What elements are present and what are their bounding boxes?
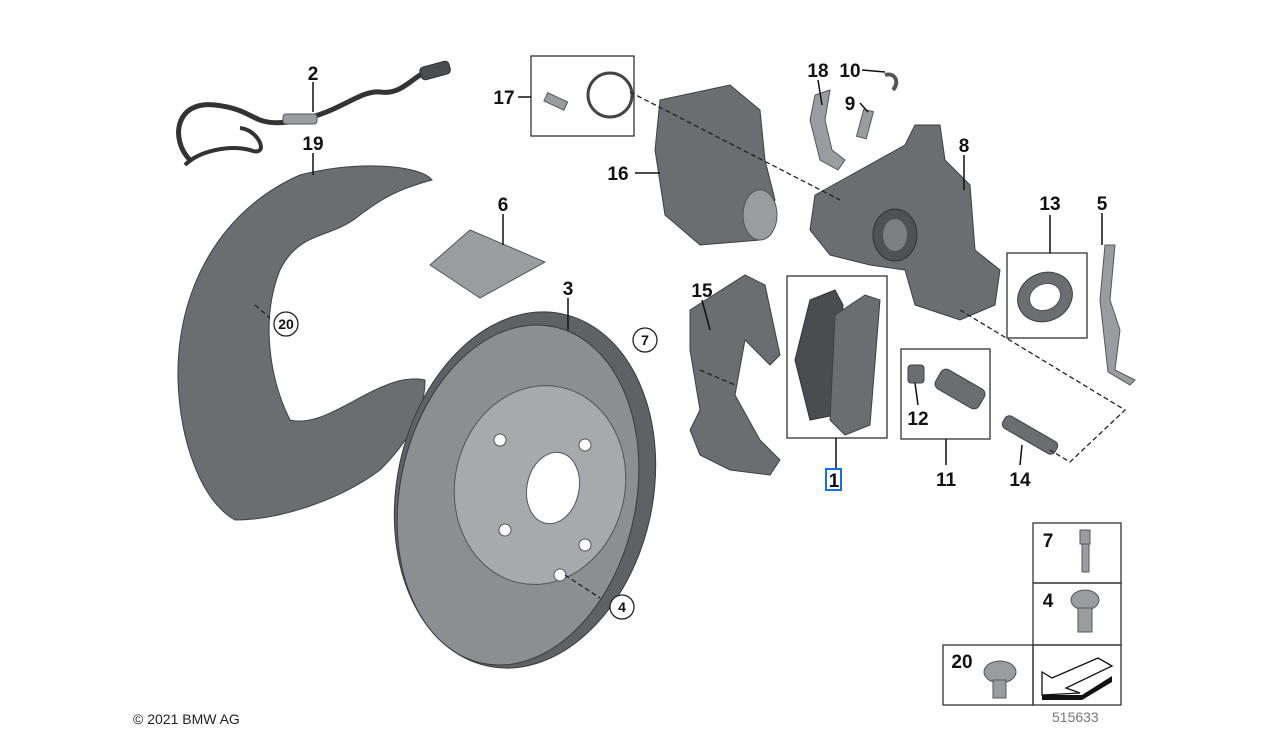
part-2-wheel-speed-sensor[interactable] [176, 60, 452, 167]
svg-text:4: 4 [618, 599, 626, 615]
group-box-1 [786, 275, 888, 439]
callout-13[interactable]: 13 [1039, 194, 1060, 215]
callout-8[interactable]: 8 [959, 136, 970, 157]
diagram-number: 515633 [1052, 709, 1099, 725]
callout-11[interactable]: 11 [936, 470, 957, 491]
legend-screw-4 [1070, 589, 1100, 633]
callout-12[interactable]: 12 [907, 409, 928, 430]
svg-text:20: 20 [278, 316, 294, 332]
part-10-cap[interactable] [884, 72, 899, 92]
part-19-brake-shield[interactable] [177, 165, 433, 521]
svg-text:7: 7 [641, 332, 649, 348]
callout-18[interactable]: 18 [807, 61, 828, 82]
part-12-guide-bolt-sleeve[interactable] [907, 364, 987, 411]
fastener-legend: 7 4 20 [942, 522, 1122, 706]
legend-bolt-20 [983, 660, 1017, 699]
part-13-seal[interactable] [1009, 263, 1080, 330]
part-14-guide-pin[interactable] [1001, 414, 1060, 456]
callout-15[interactable]: 15 [691, 281, 713, 302]
callout-1[interactable]: 1 [829, 471, 840, 492]
part-15-caliper-carrier[interactable] [689, 274, 781, 476]
legend-7[interactable]: 7 [1043, 531, 1054, 552]
callout-3[interactable]: 3 [563, 279, 574, 300]
callout-7-circled[interactable]: 7 [632, 327, 658, 353]
callout-14[interactable]: 14 [1009, 470, 1031, 491]
part-8-brake-caliper[interactable] [809, 124, 1001, 321]
direction-arrow-icon [1041, 657, 1114, 700]
callout-9[interactable]: 9 [845, 94, 856, 115]
part-5-spring-clip[interactable] [1099, 244, 1136, 386]
part-16-parking-brake-motor[interactable] [654, 84, 778, 246]
part-6-paste-packet[interactable] [429, 229, 547, 299]
legend-4[interactable]: 4 [1043, 591, 1054, 612]
legend-bolt-7 [1079, 529, 1091, 573]
group-box-13 [1006, 252, 1088, 339]
part-3-brake-disc[interactable] [362, 287, 687, 692]
callout-4-circled[interactable]: 4 [609, 594, 635, 620]
callout-19[interactable]: 19 [302, 134, 323, 155]
callout-6[interactable]: 6 [498, 195, 509, 216]
part-17-seal-screw[interactable] [543, 71, 634, 119]
copyright-text: © 2021 BMW AG [133, 711, 240, 727]
part-18-bracket[interactable] [809, 89, 846, 171]
callout-2[interactable]: 2 [308, 64, 319, 85]
callout-20-circled[interactable]: 20 [273, 311, 299, 337]
group-box-17 [530, 55, 635, 137]
callout-5[interactable]: 5 [1097, 194, 1108, 215]
callout-10[interactable]: 10 [839, 61, 860, 82]
callout-16[interactable]: 16 [607, 164, 628, 185]
legend-20[interactable]: 20 [951, 652, 972, 673]
selected-highlight [825, 468, 842, 491]
callout-17[interactable]: 17 [493, 88, 514, 109]
part-9-bleed-screw[interactable] [855, 108, 875, 140]
part-1-brake-pads[interactable] [794, 289, 881, 436]
